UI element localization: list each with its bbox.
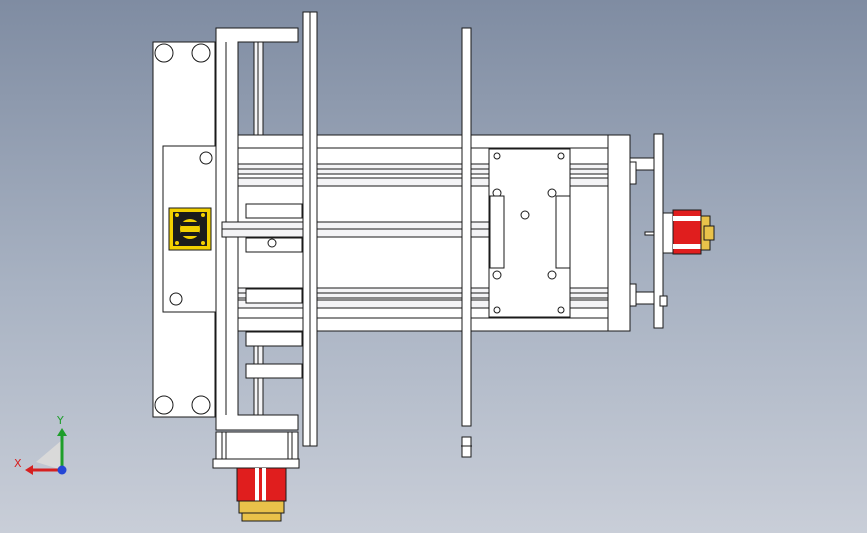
triad-plane xyxy=(36,440,62,470)
axis-triad xyxy=(25,428,67,475)
horizontal-rod-2[interactable] xyxy=(237,177,609,187)
vertical-bar-left[interactable] xyxy=(302,11,318,447)
bolt-bottom-left xyxy=(154,395,174,415)
vertical-bar-middle[interactable] xyxy=(461,27,472,458)
bolt-bottom-right xyxy=(191,395,211,415)
motor-right[interactable] xyxy=(662,209,715,255)
z-axis-dot xyxy=(57,465,67,475)
controller-chip[interactable] xyxy=(168,207,212,251)
axis-y-label: Y xyxy=(57,414,64,427)
axis-x-label: X xyxy=(14,457,22,470)
bolt-top-left xyxy=(154,43,174,63)
horizontal-rod-4[interactable] xyxy=(237,299,609,309)
motor-bottom[interactable] xyxy=(212,431,300,522)
right-end-plate[interactable] xyxy=(629,133,668,329)
bolt-top-right xyxy=(191,43,211,63)
y-axis-arrow xyxy=(57,428,67,436)
carriage-plate[interactable] xyxy=(488,148,571,318)
x-axis-arrow xyxy=(25,465,33,475)
rod-clamps[interactable] xyxy=(245,203,303,379)
